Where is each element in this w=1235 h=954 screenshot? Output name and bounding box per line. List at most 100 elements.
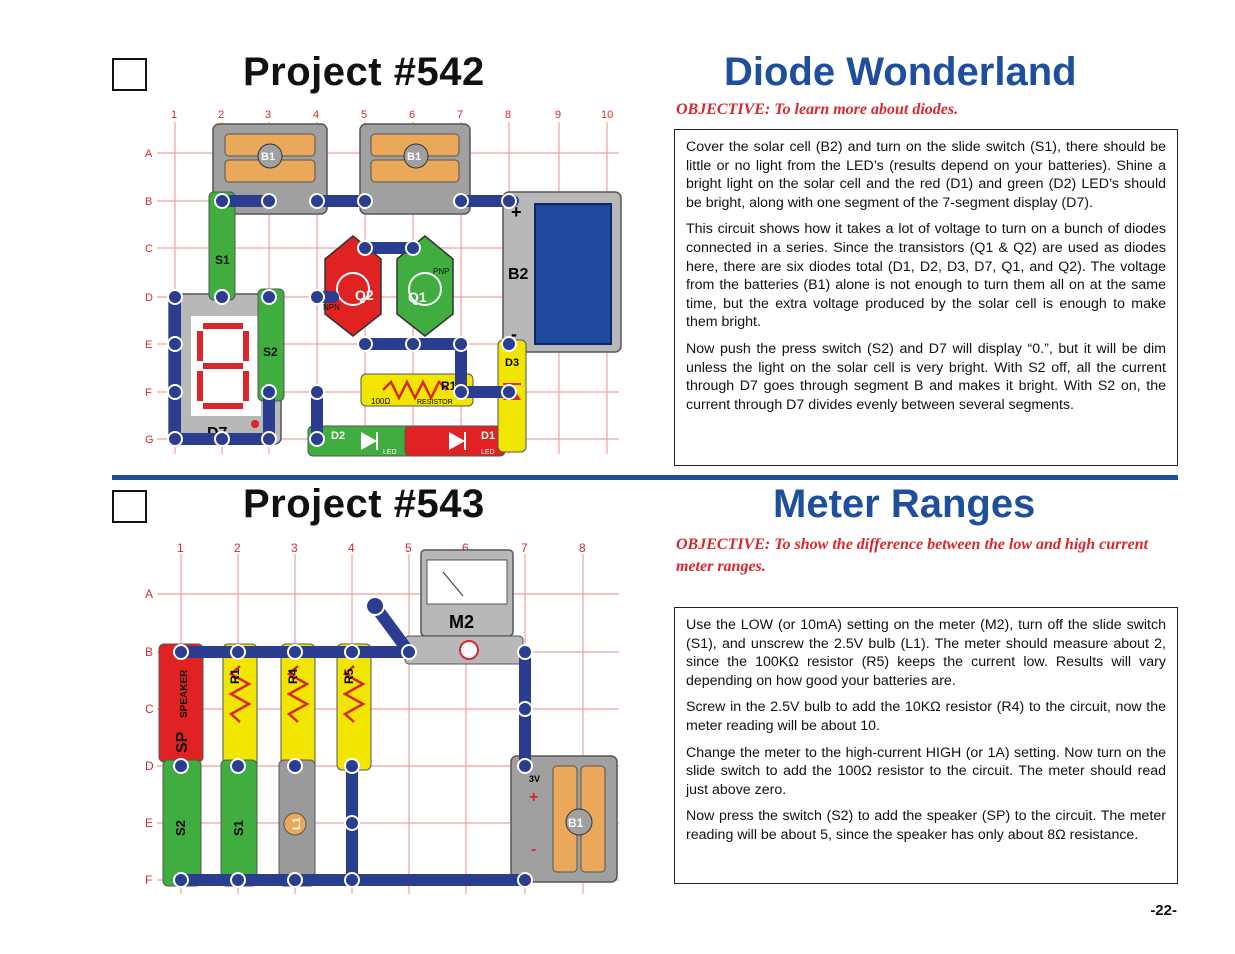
d1-label: D1	[481, 430, 495, 442]
project-543-circuit-diagram: 1 2 3 4 5 6 7 8 A B C D E F M2 SP SPEAKE…	[145, 541, 619, 894]
column-label: 8	[505, 109, 511, 121]
s2-label: S2	[263, 345, 278, 359]
page-number: -22-	[1150, 902, 1177, 919]
q2-label: Q2	[355, 287, 374, 303]
section-divider	[112, 475, 1178, 480]
v3-label: 3V	[529, 774, 540, 784]
npn-label: NPN	[323, 303, 340, 312]
plus-sign: +	[529, 789, 538, 806]
pnp-label: PNP	[433, 267, 449, 276]
project-543-objective: OBJECTIVE: To show the difference betwee…	[676, 536, 1149, 575]
speaker-sp: SP SPEAKER	[158, 643, 204, 763]
snap-connectors	[173, 596, 533, 888]
sp-label: SP	[174, 731, 191, 753]
project-542-name: Diode Wonderland	[724, 50, 1077, 94]
battery-holder-b1: B1 3V + -	[510, 755, 618, 883]
project-543-description: Use the LOW (or 10mA) setting on the met…	[674, 607, 1178, 884]
column-label: 1	[177, 541, 184, 555]
column-label: 7	[457, 109, 463, 121]
resistor-r1: R1	[222, 643, 258, 771]
press-switch-s2: S2	[257, 288, 285, 402]
meter-m2: M2	[404, 549, 524, 665]
row-label: G	[145, 434, 154, 446]
row-label: F	[145, 873, 152, 887]
d2-label: D2	[331, 430, 345, 442]
r1-value: 100Ω	[371, 397, 390, 406]
d3-label: D3	[505, 357, 519, 369]
row-label: B	[145, 196, 152, 208]
column-label: 5	[361, 109, 367, 121]
led-label: LED	[383, 449, 397, 456]
resistor-r4: R4	[280, 643, 316, 771]
b1-label: B1	[261, 151, 275, 163]
transistor-q2: Q2 NPN	[323, 235, 382, 337]
row-label: C	[145, 243, 153, 255]
row-label: D	[145, 292, 153, 304]
r1-label: R1	[228, 668, 242, 684]
press-switch-s2: S2	[162, 759, 202, 887]
project-542-checkbox[interactable]	[112, 58, 147, 91]
paragraph: Use the LOW (or 10mA) setting on the met…	[686, 617, 1166, 689]
battery-holder-b1-left: B1	[212, 123, 328, 215]
column-label: 3	[291, 541, 298, 555]
b2-label: B2	[508, 266, 529, 283]
minus-sign: -	[531, 841, 536, 858]
r1-label: R1	[441, 379, 457, 393]
transistor-q1: Q1 PNP	[396, 235, 454, 337]
paragraph: Screw in the 2.5V bulb to add the 10KΩ r…	[686, 699, 1166, 734]
slide-switch-s1: S1	[220, 759, 258, 887]
resistor-r1: R1 100Ω RESISTOR	[360, 373, 474, 407]
b1-label: B1	[407, 151, 421, 163]
column-label: 9	[555, 109, 561, 121]
project-543-checkbox[interactable]	[112, 490, 147, 523]
column-label: 1	[171, 109, 177, 121]
minus-sign: -	[511, 324, 517, 344]
led-d1: D1 LED	[404, 425, 506, 457]
column-label: 2	[234, 541, 241, 555]
project-542-title: Project #542	[243, 50, 485, 94]
paragraph: Now push the press switch (S2) and D7 wi…	[686, 340, 1166, 413]
row-label: A	[145, 148, 153, 160]
r1-type: RESISTOR	[417, 399, 453, 406]
paragraph: Change the meter to the high-current HIG…	[686, 744, 1166, 798]
l1-label: L1	[291, 817, 303, 830]
column-label: 2	[218, 109, 224, 121]
project-542-circuit-diagram: 1 2 3 4 5 6 7 8 9 10 A B C D E F G B1 B1…	[145, 109, 622, 457]
row-label: C	[145, 702, 154, 716]
lamp-socket-l1: L1	[278, 759, 316, 887]
column-label: 6	[462, 541, 469, 555]
column-label: 4	[348, 541, 355, 555]
battery-holder-b1-right: B1	[359, 123, 471, 215]
s1-label: S1	[231, 820, 246, 836]
column-label: 10	[601, 109, 613, 121]
paragraph: Cover the solar cell (B2) and turn on th…	[686, 139, 1166, 211]
paragraph: Now press the switch (S2) to add the spe…	[686, 808, 1166, 843]
snap-connectors	[167, 193, 517, 447]
project-543-name: Meter Ranges	[773, 482, 1036, 526]
q1-label: Q1	[408, 289, 427, 305]
r5-label: R5	[342, 668, 356, 684]
r4-label: R4	[286, 668, 300, 684]
b1-label: B1	[568, 816, 584, 830]
column-label: 4	[313, 109, 319, 121]
resistor-r5: R5	[336, 643, 372, 771]
row-label: E	[145, 816, 153, 830]
solar-cell-b2: B2 + -	[502, 191, 622, 353]
paragraph: This circuit shows how it takes a lot of…	[686, 221, 1166, 331]
speaker-label: SPEAKER	[179, 669, 190, 718]
column-label: 8	[579, 541, 586, 555]
row-label: D	[145, 759, 154, 773]
column-label: 5	[405, 541, 412, 555]
column-label: 7	[521, 541, 528, 555]
plus-sign: +	[511, 202, 522, 222]
s1-label: S1	[215, 253, 230, 267]
project-542-description: Cover the solar cell (B2) and turn on th…	[674, 129, 1178, 466]
column-label: 3	[265, 109, 271, 121]
row-label: F	[145, 387, 152, 399]
row-label: E	[145, 339, 152, 351]
project-542-objective: OBJECTIVE: To learn more about diodes.	[676, 101, 959, 118]
m2-label: M2	[449, 612, 474, 632]
row-label: A	[145, 587, 153, 601]
s2-label: S2	[173, 820, 188, 836]
column-label: 6	[409, 109, 415, 121]
